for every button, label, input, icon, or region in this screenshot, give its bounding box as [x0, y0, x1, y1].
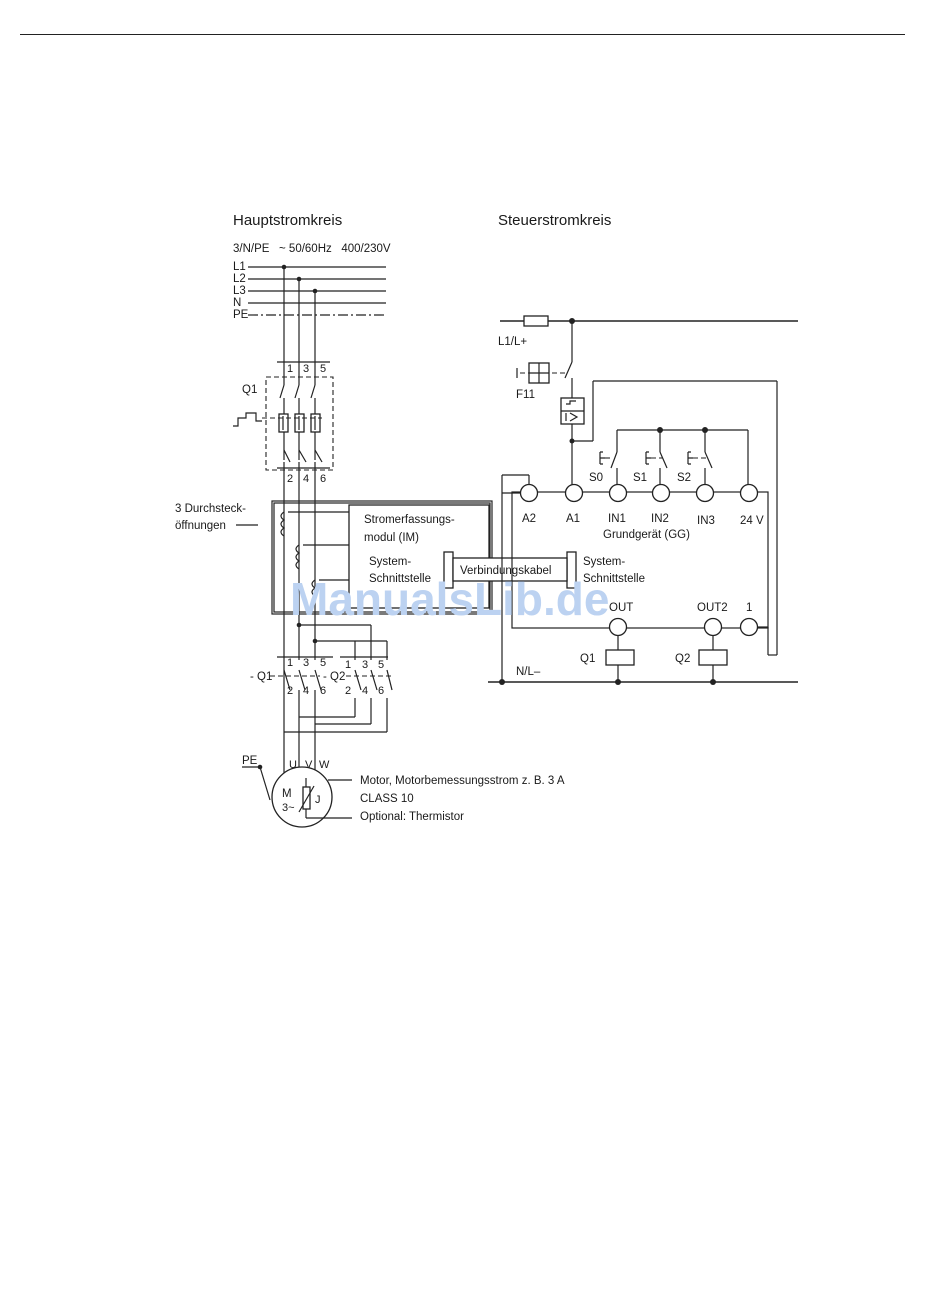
contactors: 1 3 5 1 3 5 - Q1 - Q2 2 4 6 2 4 6 [250, 622, 393, 755]
passthrough-line1: 3 Durchsteck- [175, 503, 246, 515]
control-circuit-title: Steuerstromkreis [498, 212, 611, 229]
breaker-q1-term-5: 5 [320, 363, 326, 375]
coil-q2-label: Q2 [675, 653, 690, 665]
button-s2-label: S2 [677, 472, 691, 484]
control-supply-minus: N/L– [516, 666, 541, 678]
supply-line-labels: L1 L2 L3 N PE [233, 261, 249, 321]
breaker-q1-term-6: 6 [320, 473, 326, 485]
q2-contactor-term-1: 1 [345, 659, 351, 671]
q2-contactor-term-5: 5 [378, 659, 384, 671]
output-1: 1 [746, 602, 752, 614]
terminal-in3: IN3 [697, 515, 715, 527]
q2-contactor-term-2: 2 [345, 685, 351, 697]
motor-note-1: Motor, Motorbemessungsstrom z. B. 3 A [360, 775, 565, 787]
motor: PE U V W M 3~ J Motor, Motorbemessungsst… [242, 755, 565, 828]
motor-symbol [271, 766, 333, 828]
main-circuit-title: Hauptstromkreis [233, 212, 342, 229]
sys-if-left-line1: System- [369, 556, 411, 568]
breaker-q1-label: Q1 [242, 384, 257, 396]
phase-wires-top [283, 267, 316, 385]
q2-contactor-term-4: 4 [362, 685, 368, 697]
button-s2-icon [687, 451, 693, 465]
line-label-pe: PE [233, 309, 249, 321]
q1-contactor-term-5: 5 [320, 657, 326, 669]
coil-q1-icon [605, 649, 635, 666]
line-label-l2: L2 [233, 273, 246, 285]
breaker-q1-term-3: 3 [303, 363, 309, 375]
current-module-line2: modul (IM) [364, 532, 419, 544]
breaker-actuator-icon [233, 412, 262, 427]
ct-coil-icon-2 [295, 544, 301, 570]
motor-note-3: Optional: Thermistor [360, 811, 464, 823]
line-label-n: N [233, 297, 241, 309]
motor-symbol-m: M [282, 788, 292, 800]
basic-unit-box [511, 491, 769, 629]
motor-phase-v: V [305, 759, 313, 771]
q1-contactor-term-3: 3 [303, 657, 309, 669]
breaker-q1-term-1: 1 [287, 363, 293, 375]
terminal-a1: A1 [566, 513, 580, 525]
basic-unit-label: Grundgerät (GG) [603, 529, 690, 541]
button-s0-icon [599, 451, 605, 465]
cable-label: Verbindungskabel [460, 565, 551, 577]
ct-coil-icon-3 [311, 579, 317, 605]
output-out: OUT [609, 602, 633, 614]
motor-symbol-j: J [315, 794, 321, 806]
motor-symbol-3: 3~ [282, 802, 295, 814]
breaker-q1-term-2: 2 [287, 473, 293, 485]
control-circuit: L1/L+ F11 [488, 315, 798, 685]
sys-if-right-line1: System- [583, 556, 625, 568]
q2-contactor-label: - Q2 [323, 671, 345, 683]
watermark: ManualsLib.de [290, 573, 609, 625]
ct-coil-icon-1 [280, 511, 286, 537]
q1-contactor-label: - Q1 [250, 671, 272, 683]
q2-contactor-term-6: 6 [378, 685, 384, 697]
terminal-in1: IN1 [608, 513, 626, 525]
supply-spec: 3/N/PE ~ 50/60Hz 400/230V [233, 243, 391, 255]
motor-phase-w: W [319, 759, 330, 771]
control-supply-plus: L1/L+ [498, 336, 527, 348]
supply-bus [248, 264, 386, 316]
current-module-line1: Stromerfassungs- [364, 514, 455, 526]
connection-cable: Verbindungskabel System- Schnittstelle [443, 551, 645, 589]
q1-contactor-term-2: 2 [287, 685, 293, 697]
motor-pe-label: PE [242, 755, 258, 767]
page-top-rule [20, 34, 905, 35]
terminal-a2: A2 [522, 513, 536, 525]
button-s1-label: S1 [633, 472, 647, 484]
terminal-24v: 24 V [740, 515, 764, 527]
sys-if-right-line2: Schnittstelle [583, 573, 645, 585]
coil-q2-icon [698, 649, 728, 666]
current-module: Stromerfassungs- modul (IM) System- Schn… [271, 500, 493, 615]
motor-note-2: CLASS 10 [360, 793, 414, 805]
q2-contactor-term-3: 3 [362, 659, 368, 671]
fuse-f11-label: F11 [516, 389, 535, 401]
coil-q1-label: Q1 [580, 653, 595, 665]
output-out2: OUT2 [697, 602, 728, 614]
q1-contactor-term-4: 4 [303, 685, 309, 697]
q1-contactor-term-1: 1 [287, 657, 293, 669]
terminal-in2: IN2 [651, 513, 669, 525]
button-s0-label: S0 [589, 472, 603, 484]
fuse-icon [523, 315, 549, 327]
sys-if-left-line2: Schnittstelle [369, 573, 431, 585]
button-s1-icon [645, 451, 651, 465]
q1-contactor-term-6: 6 [320, 685, 326, 697]
line-label-l3: L3 [233, 285, 246, 297]
passthrough-line2: öffnungen [175, 520, 226, 532]
line-label-l1: L1 [233, 261, 246, 273]
breaker-q1: Q1 1 3 5 2 4 6 [233, 361, 334, 485]
current-module-box [348, 504, 490, 609]
motor-phase-u: U [289, 759, 297, 771]
breaker-q1-term-4: 4 [303, 473, 309, 485]
